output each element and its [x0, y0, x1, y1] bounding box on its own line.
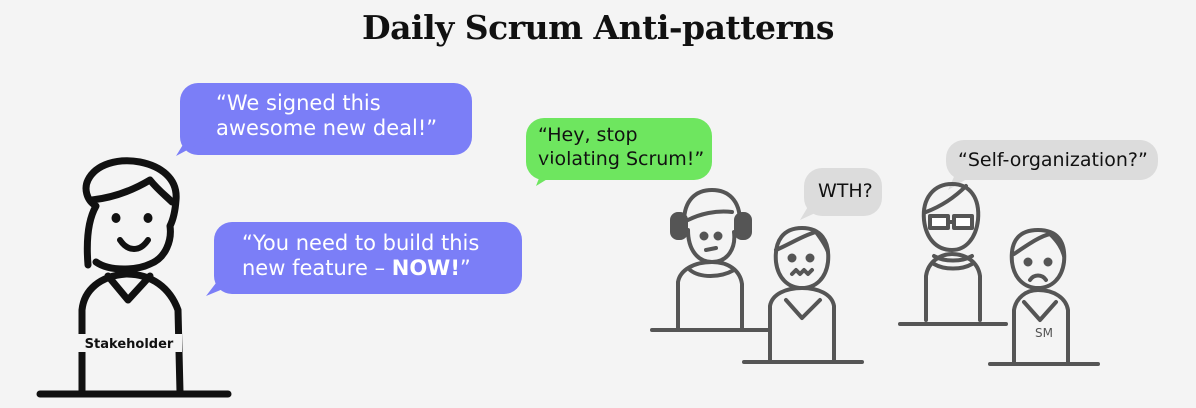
bubble-stop-line2: violating Scrum!”: [538, 148, 705, 170]
bubble-feature-line2: new feature – NOW!”: [242, 256, 522, 281]
bubble-stop-line1: “Hey, stop: [538, 124, 638, 146]
bubble-wth-tail: [800, 200, 826, 220]
stakeholder-face: [111, 213, 153, 252]
bubble-deal-line2: awesome new deal!”: [216, 116, 438, 140]
bubble-deal-line1: “We signed this: [216, 91, 381, 115]
speech-bubble-deal: “We signed this awesome new deal!”: [180, 83, 472, 155]
bubble-feature-now: NOW!: [391, 256, 460, 280]
stakeholder-figure: [36, 157, 232, 398]
stakeholder-eye-left: [111, 213, 121, 223]
bubble-deal-tail: [176, 130, 206, 156]
developer-wth-figure: [742, 226, 864, 364]
stakeholder-label: Stakeholder: [85, 337, 174, 352]
developer-headphones-figure: [650, 188, 770, 332]
speech-bubble-feature: “You need to build this new feature – NO…: [214, 222, 522, 294]
speech-bubble-stop: “Hey, stop violating Scrum!”: [526, 118, 712, 180]
speech-bubble-self-org: “Self-organization?”: [946, 140, 1158, 180]
bubble-stop-tail: [536, 160, 562, 186]
stakeholder-smile: [117, 237, 151, 252]
bubble-feature-line2-suffix: ”: [459, 256, 471, 280]
page-title: Daily Scrum Anti-patterns: [362, 8, 834, 47]
stakeholder-badge: Stakeholder: [76, 334, 182, 352]
bubble-feature-line2-prefix: new feature –: [242, 256, 392, 280]
bubble-feature-tail: [206, 270, 240, 296]
developer-glasses-figure: [898, 182, 1008, 326]
bubble-feature-line1: “You need to build this: [242, 231, 480, 255]
sm-label: SM: [1035, 326, 1053, 340]
stakeholder-eye-right: [143, 213, 153, 223]
scrum-master-figure: [988, 228, 1100, 366]
